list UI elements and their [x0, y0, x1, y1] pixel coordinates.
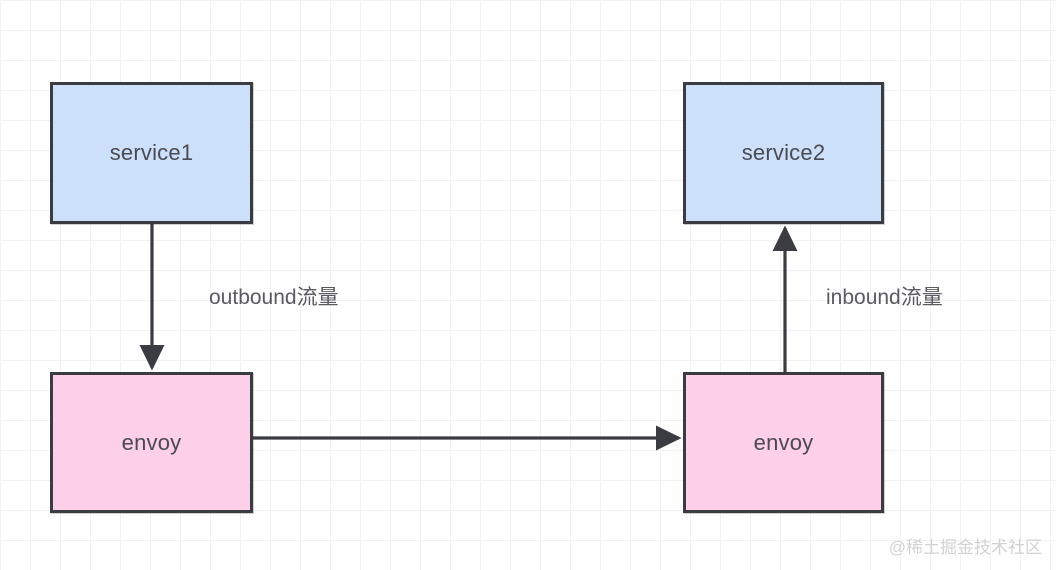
node-service2-label: service2: [741, 140, 826, 165]
node-envoy-left-label: envoy: [121, 429, 182, 455]
edge-label-outbound: outbound流量: [209, 286, 339, 309]
watermark: @稀土掘金技术社区: [888, 538, 1042, 557]
edge-label-inbound: inbound流量: [826, 286, 943, 309]
node-envoy-right-label: envoy: [753, 429, 814, 455]
node-service1-label: service1: [109, 140, 194, 165]
node-envoy-right[interactable]: envoy: [683, 372, 884, 513]
node-service1[interactable]: service1: [50, 82, 253, 224]
node-envoy-left[interactable]: envoy: [50, 372, 253, 513]
node-service2[interactable]: service2: [683, 82, 884, 224]
